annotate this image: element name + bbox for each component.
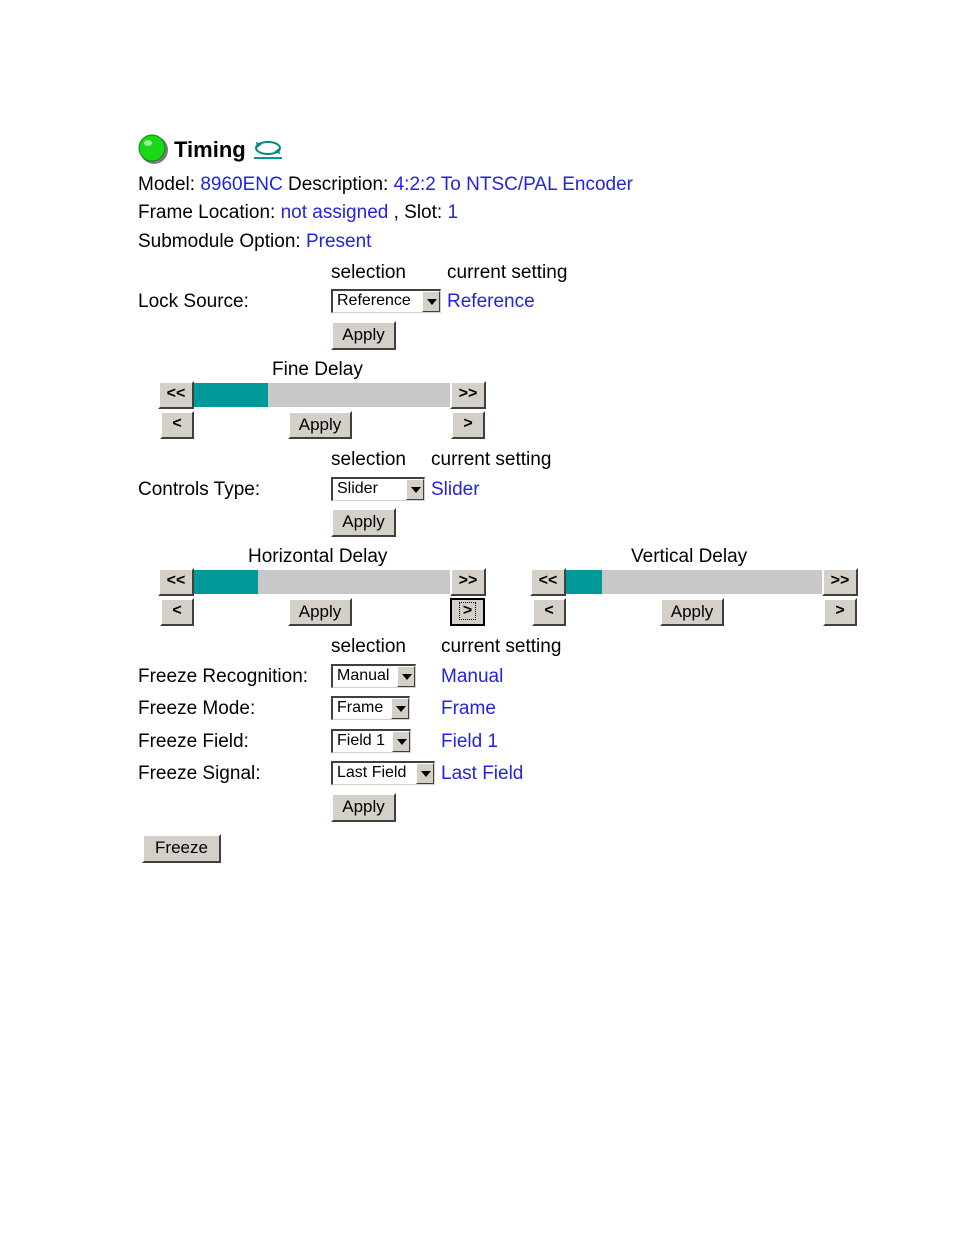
frame-location-line: Frame Location: not assigned , Slot: 1	[138, 202, 458, 224]
freeze-mode-selected: Frame	[337, 699, 384, 716]
freeze-signal-current: Last Field	[441, 763, 524, 784]
vertical-delay-fwd-button[interactable]: >	[823, 598, 857, 626]
frame-location-label: Frame Location:	[138, 202, 276, 223]
freeze-recognition-selected: Manual	[337, 667, 390, 684]
vertical-delay-back-button[interactable]: <	[532, 598, 566, 626]
fine-delay-fast-back-button[interactable]: <<	[158, 381, 194, 409]
horizontal-delay-apply-button[interactable]: Apply	[288, 598, 352, 626]
model-label: Model:	[138, 174, 196, 195]
lock-source-label: Lock Source:	[138, 291, 249, 312]
lock-source-selected: Reference	[337, 292, 411, 309]
vertical-delay-slider-track[interactable]	[566, 570, 822, 594]
selection-header: selection	[331, 636, 406, 657]
model-line: Model: 8960ENC Description: 4:2:2 To NTS…	[138, 174, 633, 196]
freeze-field-current: Field 1	[441, 731, 499, 752]
submodule-line: Submodule Option: Present	[138, 231, 371, 253]
freeze-mode-current: Frame	[441, 698, 496, 719]
horizontal-delay-label: Horizontal Delay	[248, 546, 388, 567]
lock-source-current: Reference	[447, 291, 535, 312]
horizontal-delay-fast-back-button[interactable]: <<	[158, 568, 194, 596]
lock-source-select[interactable]: Reference	[331, 289, 441, 313]
submodule-label: Submodule Option:	[138, 231, 301, 252]
model-value: 8960ENC	[200, 174, 283, 195]
chevron-down-icon[interactable]	[397, 666, 415, 687]
freeze-signal-selected: Last Field	[337, 764, 407, 781]
vertical-delay-slider-fill	[566, 570, 602, 594]
slot-value: 1	[447, 202, 459, 223]
horizontal-delay-fwd-label: >	[458, 602, 477, 620]
chevron-down-icon[interactable]	[391, 698, 409, 719]
slot-label: , Slot:	[393, 202, 443, 223]
horizontal-delay-slider-track[interactable]	[194, 570, 450, 594]
current-setting-header: current setting	[447, 262, 568, 283]
freeze-mode-select[interactable]: Frame	[331, 696, 410, 720]
lock-source-apply-button[interactable]: Apply	[331, 321, 396, 350]
vertical-delay-label: Vertical Delay	[631, 546, 748, 567]
frame-location-value: not assigned	[280, 202, 389, 223]
status-led-icon	[137, 133, 169, 165]
current-setting-header: current setting	[441, 636, 562, 657]
freeze-signal-select[interactable]: Last Field	[331, 761, 435, 785]
freeze-signal-label: Freeze Signal:	[138, 763, 261, 784]
fine-delay-back-button[interactable]: <	[160, 411, 194, 439]
horizontal-delay-slider-fill	[194, 570, 258, 594]
fine-delay-fwd-button[interactable]: >	[451, 411, 485, 439]
description-label: Description:	[287, 174, 389, 195]
selection-header: selection	[331, 449, 406, 470]
vertical-delay-fast-back-button[interactable]: <<	[530, 568, 566, 596]
horizontal-delay-fast-fwd-button[interactable]: >>	[450, 568, 486, 596]
current-setting-header: current setting	[431, 449, 552, 470]
description-value: 4:2:2 To NTSC/PAL Encoder	[393, 174, 633, 195]
horizontal-delay-back-button[interactable]: <	[160, 598, 194, 626]
controls-type-select[interactable]: Slider	[331, 477, 425, 501]
freeze-mode-label: Freeze Mode:	[138, 698, 256, 719]
freeze-field-select[interactable]: Field 1	[331, 729, 411, 753]
freeze-field-selected: Field 1	[337, 732, 386, 749]
submodule-value: Present	[305, 231, 372, 252]
freeze-button[interactable]: Freeze	[142, 834, 221, 863]
fine-delay-apply-button[interactable]: Apply	[288, 411, 352, 439]
fine-delay-slider-fill	[194, 383, 269, 407]
fine-delay-slider-track[interactable]	[194, 383, 450, 407]
chevron-down-icon[interactable]	[406, 479, 424, 500]
selection-header: selection	[331, 262, 406, 283]
freeze-recognition-select[interactable]: Manual	[331, 664, 416, 688]
page-title: Timing	[174, 137, 246, 162]
chevron-down-icon[interactable]	[392, 731, 410, 752]
controls-type-label: Controls Type:	[138, 479, 261, 500]
freeze-recognition-label: Freeze Recognition:	[138, 666, 309, 687]
controls-type-selected: Slider	[337, 480, 378, 497]
vertical-delay-apply-button[interactable]: Apply	[660, 598, 724, 626]
vertical-delay-fast-fwd-button[interactable]: >>	[822, 568, 858, 596]
chevron-down-icon[interactable]	[422, 291, 440, 312]
controls-type-apply-button[interactable]: Apply	[331, 508, 396, 537]
refresh-icon[interactable]	[253, 138, 283, 160]
fine-delay-label: Fine Delay	[272, 359, 363, 380]
freeze-field-label: Freeze Field:	[138, 731, 249, 752]
controls-type-current: Slider	[431, 479, 480, 500]
freeze-recognition-current: Manual	[441, 666, 504, 687]
chevron-down-icon[interactable]	[416, 763, 434, 784]
horizontal-delay-fwd-button[interactable]: >	[450, 598, 485, 626]
fine-delay-fast-fwd-button[interactable]: >>	[450, 381, 486, 409]
freeze-apply-button[interactable]: Apply	[331, 793, 396, 822]
